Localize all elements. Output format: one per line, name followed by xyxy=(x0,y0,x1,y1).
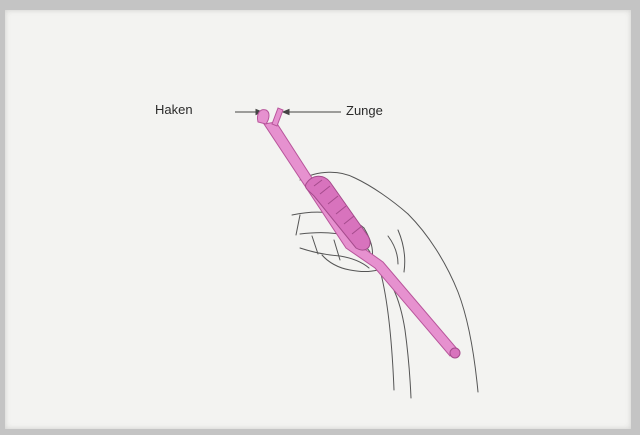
knitting-needle xyxy=(257,108,460,358)
label-leaders xyxy=(235,110,341,115)
needle-hook-tip xyxy=(257,110,269,124)
tongue-arrowhead xyxy=(283,110,289,115)
needle-tongue xyxy=(272,108,283,126)
needle-end-cap xyxy=(450,348,460,358)
hand-crease xyxy=(398,230,405,272)
hook-label: Haken xyxy=(155,103,193,116)
tongue-label: Zunge xyxy=(346,104,383,117)
